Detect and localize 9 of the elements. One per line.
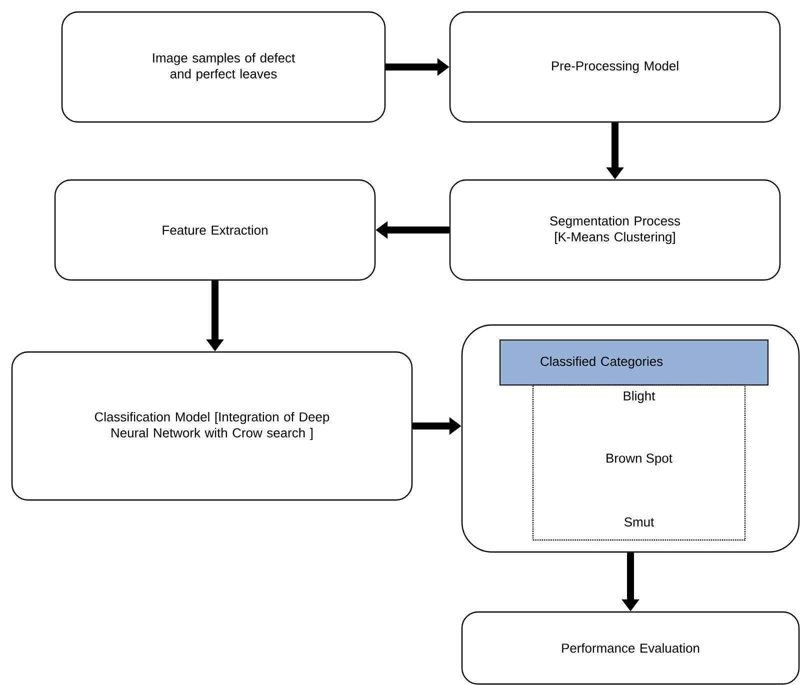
process-box: Feature Extraction: [54, 179, 376, 281]
process-box: Classification Model [Integration of Deep Neural Network with Crow search ]: [11, 351, 413, 501]
process-box: Image samples of defect and perfect leaves: [61, 11, 386, 123]
group-box: [461, 324, 800, 553]
process-box: Pre-Processing Model: [449, 11, 781, 123]
process-box: Performance Evaluation: [461, 611, 800, 685]
process-box: Segmentation Process [K-Means Clustering]: [449, 179, 781, 281]
category-list-box: Blight Brown Spot Smut: [532, 384, 746, 541]
header-bar: Classified Categories: [500, 340, 768, 386]
